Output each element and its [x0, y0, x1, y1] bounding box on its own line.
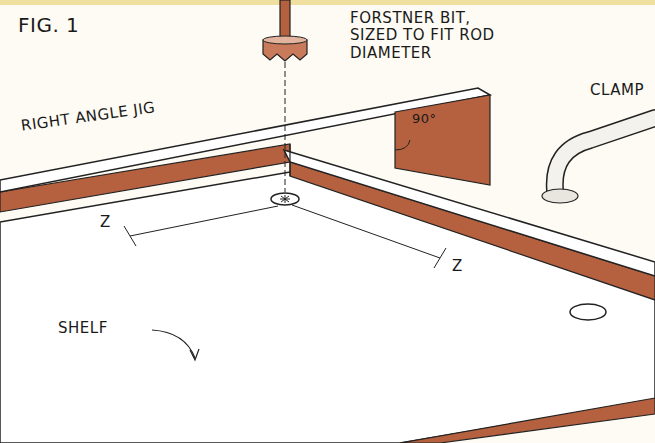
clamp-outline: [555, 118, 655, 190]
leader-arrow: [190, 349, 199, 360]
dimension-line: [292, 205, 440, 258]
angle-label: 90°: [412, 112, 437, 127]
center-line: [285, 62, 286, 192]
part-name: FORSTNER BIT, SIZED TO FIT ROD DIAMETER: [350, 10, 500, 62]
clamp-body: [555, 118, 655, 190]
part-name: CLAMP: [590, 82, 644, 99]
dimension-tick: [434, 248, 446, 268]
shelf-surface: [0, 172, 655, 443]
jig-upright: [395, 95, 490, 185]
dimension-label: Z: [100, 214, 111, 231]
drill-hole: [570, 304, 606, 320]
jig-arm-face: [290, 162, 655, 300]
shelf-edge: [400, 398, 655, 443]
part-name: RIGHT ANGLE JIG: [20, 99, 156, 135]
bit-top: [263, 36, 307, 44]
clamp-pad: [542, 189, 578, 203]
top-band: [0, 0, 655, 5]
corner-line: [289, 144, 290, 176]
drill-hole: [271, 193, 299, 205]
jig-arm-top: [284, 150, 655, 276]
part-name: SHELF: [58, 320, 108, 337]
dimension-line: [130, 206, 278, 236]
bit-shaft: [280, 0, 290, 40]
figure-number: FIG. 1: [18, 14, 79, 37]
dimension-label: Z: [452, 258, 463, 275]
leader-line: [152, 330, 195, 358]
center-mark: [280, 195, 290, 203]
jig-top: [0, 88, 490, 192]
dimension-tick: [124, 226, 136, 246]
angle-arc: [395, 140, 410, 150]
